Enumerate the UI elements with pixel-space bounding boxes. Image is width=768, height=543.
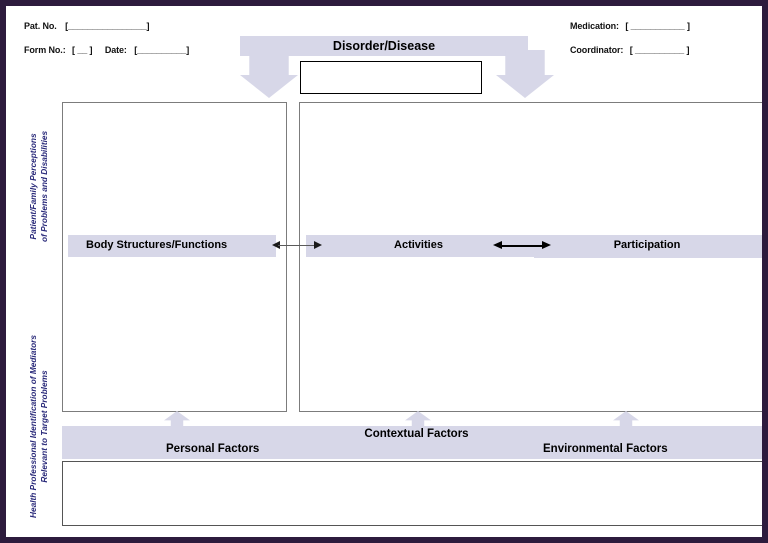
- medication-value: [ ___________ ]: [625, 21, 690, 31]
- label-contextual-factors: Contextual Factors: [364, 428, 469, 440]
- band-activities: [306, 235, 531, 257]
- sidebar-top-line1: Patient/Family Perceptions: [28, 133, 38, 240]
- date-label: Date:: [104, 45, 127, 55]
- sidebar-label-patient-perceptions: Patient/Family Perceptions of Problems a…: [28, 131, 50, 242]
- contextual-factors-notes-box[interactable]: [62, 461, 762, 526]
- double-arrow-body-activities-icon: [272, 240, 322, 251]
- disorder-disease-input[interactable]: [300, 61, 482, 94]
- label-activities: Activities: [394, 239, 443, 251]
- medication-label: Medication:: [570, 21, 619, 31]
- form-canvas: Pat. No. [________________] Form No.: [ …: [6, 6, 762, 537]
- label-environmental-factors: Environmental Factors: [543, 443, 668, 455]
- patient-number-value: [________________]: [65, 21, 150, 31]
- band-body-structures: [68, 235, 276, 257]
- sidebar-label-health-professional: Health Professional Identification of Me…: [28, 335, 50, 518]
- arrow-shaft: [499, 245, 545, 247]
- band-participation-lower: [534, 249, 762, 258]
- disorder-disease-title: Disorder/Disease: [332, 39, 436, 53]
- sidebar-top-line2: of Problems and Disabilities: [39, 130, 49, 242]
- form-number-date-row[interactable]: Form No.: [ __ ] Date: [__________]: [24, 45, 189, 55]
- coordinator-value: [ __________ ]: [629, 45, 690, 55]
- coordinator-label: Coordinator:: [570, 45, 624, 55]
- patient-number-field[interactable]: Pat. No. [________________]: [24, 21, 150, 31]
- body-structures-box[interactable]: [62, 102, 287, 412]
- arrow-head-right: [542, 241, 551, 249]
- sidebar-bottom-line2: Relevant to Target Problems: [39, 370, 49, 483]
- form-number-label: Form No.:: [24, 45, 66, 55]
- patient-number-label: Pat. No.: [24, 21, 57, 31]
- date-value: [__________]: [134, 45, 190, 55]
- medication-field[interactable]: Medication: [ ___________ ]: [570, 21, 690, 31]
- disorder-band: [240, 36, 528, 56]
- arrow-head-left: [493, 241, 502, 249]
- double-arrow-activities-participation-icon: [493, 240, 551, 251]
- arrow-shaft: [278, 245, 316, 247]
- coordinator-field[interactable]: Coordinator: [ __________ ]: [570, 45, 689, 55]
- form-number-value: [ __ ]: [72, 45, 93, 55]
- contextual-factors-band: [62, 426, 762, 459]
- label-body-structures: Body Structures/Functions: [86, 239, 228, 251]
- down-arrow-left-icon: [240, 50, 298, 98]
- down-arrow-right-icon: [496, 50, 554, 98]
- arrow-head-left: [272, 241, 280, 249]
- label-participation: Participation: [613, 239, 681, 251]
- arrow-head-right: [314, 241, 322, 249]
- label-personal-factors: Personal Factors: [166, 443, 260, 455]
- sidebar-bottom-line1: Health Professional Identification of Me…: [28, 334, 38, 518]
